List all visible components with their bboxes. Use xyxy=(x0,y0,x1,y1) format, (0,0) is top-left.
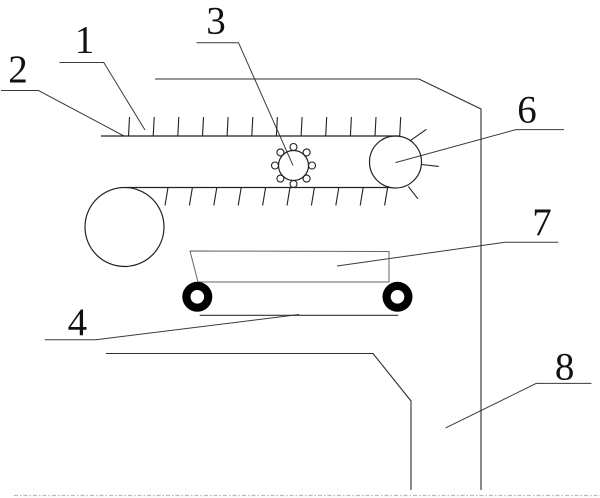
svg-text:6: 6 xyxy=(517,89,537,132)
svg-text:3: 3 xyxy=(206,0,226,43)
svg-text:1: 1 xyxy=(75,19,95,62)
svg-text:7: 7 xyxy=(532,201,552,244)
svg-text:4: 4 xyxy=(68,301,88,344)
svg-text:2: 2 xyxy=(8,48,28,91)
svg-text:8: 8 xyxy=(555,346,575,389)
